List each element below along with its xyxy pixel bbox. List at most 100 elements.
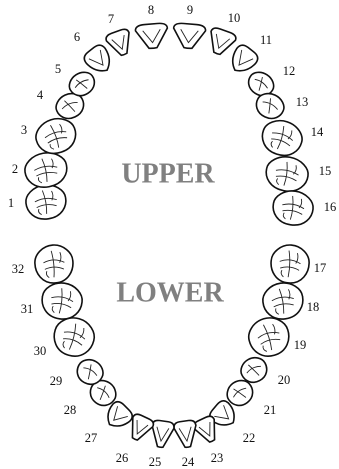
tooth-number-17: 17 <box>314 261 327 275</box>
tooth-number-27: 27 <box>85 431 98 445</box>
tooth-31[interactable] <box>40 280 85 321</box>
tooth-15-groove-4 <box>293 165 297 175</box>
tooth-number-19: 19 <box>294 338 307 352</box>
tooth-2[interactable] <box>22 150 69 191</box>
tooth-19-groove-3 <box>263 324 273 351</box>
tooth-number-4: 4 <box>37 88 44 102</box>
tooth-29[interactable] <box>73 355 107 388</box>
tooth-14[interactable] <box>258 116 307 161</box>
tooth-24[interactable] <box>173 419 198 449</box>
tooth-32[interactable] <box>34 244 75 285</box>
tooth-8-outline <box>134 22 169 50</box>
tooth-21-groove-2 <box>233 388 247 398</box>
tooth-30-groove-1 <box>63 331 86 340</box>
tooth-11-groove-1 <box>238 49 254 66</box>
tooth-number-28: 28 <box>64 403 77 417</box>
tooth-31-groove-1 <box>51 296 74 303</box>
tooth-15[interactable] <box>263 154 310 195</box>
tooth-number-23: 23 <box>211 451 224 465</box>
tooth-32-groove-4 <box>59 251 62 263</box>
teeth-layer <box>22 22 315 449</box>
tooth-13-groove-1 <box>262 101 278 110</box>
tooth-18-groove-3 <box>278 288 285 314</box>
tooth-30-outline <box>53 317 96 357</box>
tooth-6-groove-1 <box>88 49 104 66</box>
tooth-19-groove-5 <box>262 345 268 352</box>
lower-arch-label: LOWER <box>116 277 224 308</box>
tooth-30[interactable] <box>50 313 99 361</box>
tooth-number-11: 11 <box>260 33 272 47</box>
tooth-19-groove-1 <box>257 332 280 339</box>
tooth-7-outline <box>105 28 130 57</box>
tooth-12-groove-2 <box>258 76 263 91</box>
tooth-number-30: 30 <box>34 344 47 358</box>
tooth-number-3: 3 <box>21 123 27 137</box>
tooth-14-groove-5 <box>270 140 273 148</box>
tooth-10-groove-1 <box>215 33 231 50</box>
tooth-5-groove-2 <box>75 79 88 89</box>
tooth-9-outline <box>172 22 207 50</box>
tooth-16-groove-4 <box>298 198 303 209</box>
tooth-number-14: 14 <box>311 125 324 139</box>
tooth-19[interactable] <box>245 313 294 361</box>
tooth-7[interactable] <box>105 28 136 59</box>
tooth-number-10: 10 <box>228 11 241 25</box>
tooth-14-groove-4 <box>287 130 293 140</box>
tooth-4-groove-1 <box>61 101 78 110</box>
tooth-20-groove-1 <box>246 365 261 374</box>
tooth-15-groove-5 <box>276 178 280 185</box>
tooth-17[interactable] <box>270 244 311 285</box>
tooth-26[interactable] <box>125 412 155 443</box>
tooth-25-groove-1 <box>156 426 170 443</box>
tooth-21[interactable] <box>222 376 257 411</box>
tooth-23-groove-1 <box>198 422 211 437</box>
tooth-1-groove-4 <box>51 190 54 201</box>
tooth-20[interactable] <box>237 353 271 386</box>
tooth-10[interactable] <box>205 26 238 58</box>
tooth-31-groove-3 <box>58 288 63 314</box>
tooth-22[interactable] <box>207 398 241 432</box>
tooth-31-groove-4 <box>67 291 72 302</box>
tooth-12[interactable] <box>244 68 278 101</box>
tooth-24-outline <box>173 419 197 449</box>
tooth-29-groove-1 <box>83 367 98 376</box>
tooth-number-18: 18 <box>307 300 320 314</box>
tooth-5[interactable] <box>65 68 99 101</box>
tooth-3-groove-5 <box>49 144 55 150</box>
tooth-number-16: 16 <box>324 200 337 214</box>
tooth-11[interactable] <box>226 42 261 77</box>
tooth-30-groove-3 <box>68 323 77 350</box>
tooth-12-groove-1 <box>254 78 268 89</box>
tooth-25[interactable] <box>149 419 175 449</box>
tooth-16[interactable] <box>271 188 315 227</box>
tooth-number-13: 13 <box>296 95 309 109</box>
tooth-number-8: 8 <box>148 3 154 17</box>
tooth-6[interactable] <box>82 42 117 77</box>
tooth-27[interactable] <box>101 399 135 433</box>
tooth-18-groove-5 <box>275 308 280 315</box>
tooth-number-2: 2 <box>12 162 18 176</box>
tooth-25-outline <box>151 419 175 449</box>
tooth-27-groove-1 <box>113 406 128 421</box>
tooth-3[interactable] <box>32 114 81 159</box>
tooth-2-groove-5 <box>37 177 43 184</box>
upper-arch-label: UPPER <box>121 158 215 189</box>
tooth-9[interactable] <box>172 22 207 50</box>
tooth-1[interactable] <box>24 182 68 221</box>
tooth-18[interactable] <box>261 280 306 321</box>
tooth-8[interactable] <box>134 22 169 50</box>
tooth-number-9: 9 <box>187 3 193 17</box>
tooth-number-1: 1 <box>8 196 14 210</box>
tooth-1-groove-3 <box>41 190 48 214</box>
tooth-1-groove-1 <box>34 197 57 203</box>
tooth-8-groove-1 <box>142 29 161 44</box>
tooth-17-groove-1 <box>279 259 301 265</box>
tooth-5-groove-1 <box>74 79 89 89</box>
tooth-1-groove-5 <box>38 208 42 216</box>
tooth-7-groove-1 <box>111 35 125 51</box>
tooth-14-groove-1 <box>272 132 294 141</box>
tooth-16-groove-1 <box>282 203 305 210</box>
tooth-13[interactable] <box>252 89 288 123</box>
